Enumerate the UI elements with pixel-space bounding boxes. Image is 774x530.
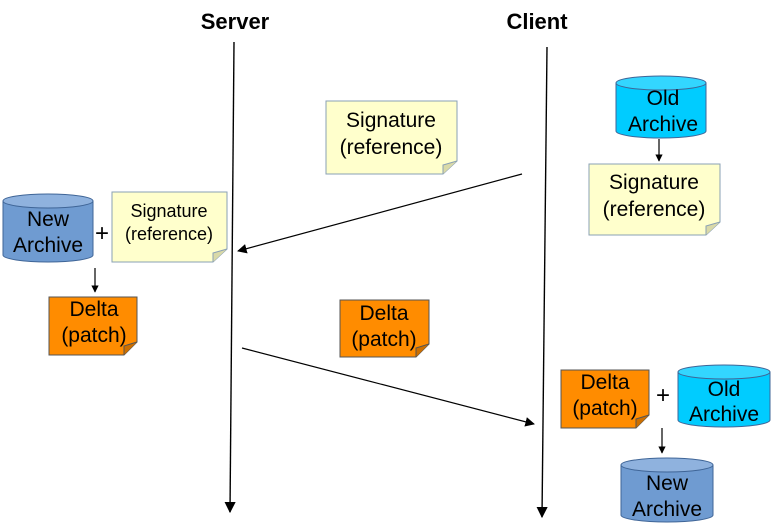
signature-note-transit: Signature (reference): [325, 100, 458, 175]
client-old-archive-cylinder: Old Archive: [615, 75, 707, 139]
delta-message-arrow: [241, 347, 535, 427]
client-old-archive-lower-line1: Old: [708, 378, 741, 401]
signature-note-transit-line2: (reference): [340, 136, 443, 159]
client-new-archive-line1: New: [646, 472, 689, 495]
delta-transit-line2: (patch): [351, 328, 416, 351]
signature-message-arrow: [237, 173, 523, 254]
client-new-archive-cylinder: New Archive: [620, 457, 714, 523]
client-signature-line2: (reference): [603, 198, 706, 221]
server-signature-note: Signature (reference): [111, 191, 228, 263]
server-delta-line1: Delta: [69, 298, 118, 321]
signature-note-transit-line1: Signature: [346, 109, 436, 132]
client-old-archive-cylinder-lower: Old Archive: [677, 364, 771, 428]
server-delta-note: Delta (patch): [48, 296, 138, 356]
server-signature-line2: (reference): [125, 224, 213, 244]
server-new-archive-cylinder: New Archive: [2, 193, 94, 263]
client-old-archive-lower-line2: Archive: [689, 403, 759, 426]
server-new-archive-line1: New: [27, 208, 70, 231]
delta-transit-line1: Delta: [359, 302, 408, 325]
client-plus-sign: +: [656, 382, 670, 409]
client-old-archive-line1: Old: [647, 87, 680, 110]
client-delta-note: Delta (patch): [560, 369, 650, 429]
client-signature-note: Signature (reference): [588, 163, 721, 236]
client-old-archive-line2: Archive: [628, 113, 698, 136]
delta-note-transit: Delta (patch): [339, 299, 430, 358]
client-lifeline: [536, 46, 548, 519]
server-delta-line2: (patch): [61, 324, 126, 347]
client-delta-line2: (patch): [572, 397, 637, 420]
client-delta-line1: Delta: [580, 371, 629, 394]
client-header: Client: [506, 9, 568, 34]
server-header: Server: [201, 9, 270, 34]
server-new-archive-line2: Archive: [13, 234, 83, 257]
client-new-archive-line2: Archive: [632, 498, 702, 521]
server-plus-sign: +: [95, 220, 109, 247]
server-lifeline: [224, 41, 236, 514]
client-signature-line1: Signature: [609, 171, 699, 194]
server-signature-line1: Signature: [130, 201, 207, 221]
